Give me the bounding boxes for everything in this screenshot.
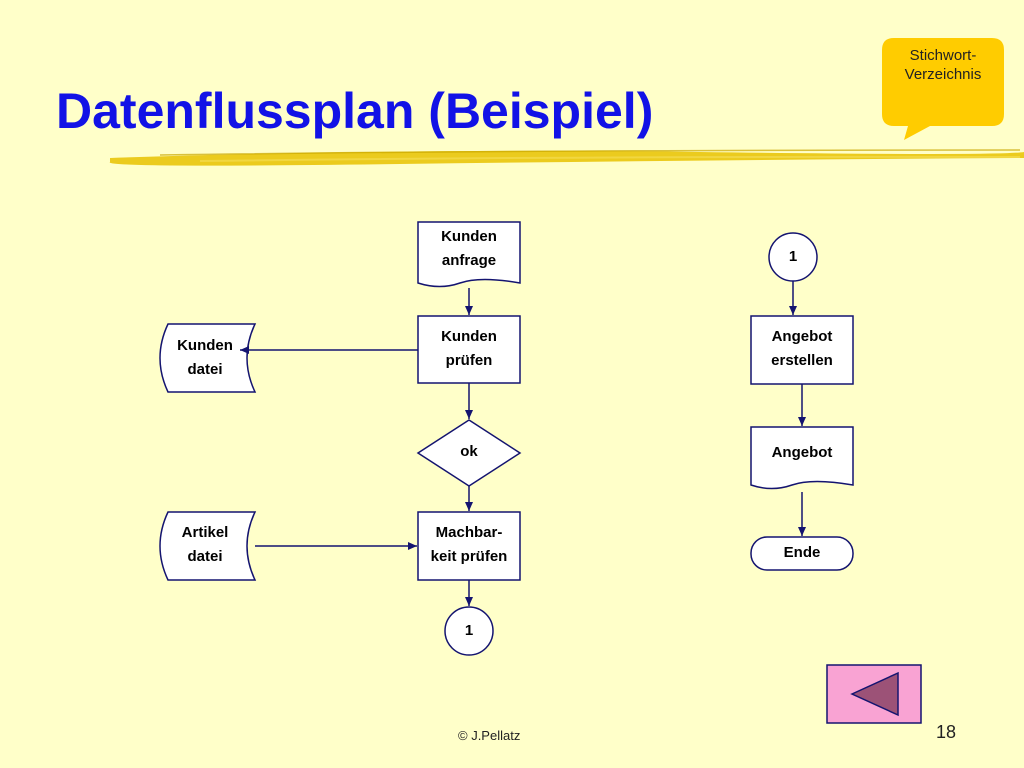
label-machbarkeit-pruefen: Machbar- keit prüfen	[430, 524, 508, 565]
slide-title: Datenflussplan (Beispiel)	[56, 83, 654, 139]
label-angebot-erstellen: Angebot erstellen	[771, 328, 833, 369]
storage-shape-artikel-datei	[159, 511, 257, 581]
document-shape-kunden-anfrage	[417, 221, 521, 288]
label-angebot: Angebot	[771, 444, 833, 461]
label-ok: ok	[460, 443, 478, 460]
label-ende: Ende	[783, 544, 821, 561]
document-shape-angebot	[750, 426, 854, 490]
process-shape-angebot-erstellen	[750, 315, 854, 385]
process-shape-machbarkeit-pruefen	[417, 511, 521, 581]
callout-bubble[interactable]	[882, 38, 1004, 140]
label-kunden-datei: Kunden datei	[177, 337, 233, 378]
label-kunden-pruefen: Kunden prüfen	[441, 328, 497, 369]
process-shape-kunden-pruefen	[417, 315, 521, 384]
page-number: 18	[936, 722, 957, 742]
callout-label[interactable]: Stichwort- Verzeichnis	[904, 47, 982, 83]
label-connector-1-top: 1	[788, 248, 798, 265]
footer-copyright: © J.Pellatz	[458, 728, 521, 743]
connector-1-bottom-shape	[444, 606, 494, 656]
terminator-shape-ende	[750, 536, 854, 571]
flow-arrows	[240, 281, 806, 606]
label-kunden-anfrage: Kunden anfrage	[441, 228, 497, 269]
label-artikel-datei: Artikel datei	[181, 524, 229, 565]
back-triangle-icon	[826, 664, 922, 724]
label-connector-1-bottom: 1	[464, 622, 474, 639]
back-nav-button[interactable]	[826, 664, 922, 724]
title-underline	[109, 149, 1024, 166]
